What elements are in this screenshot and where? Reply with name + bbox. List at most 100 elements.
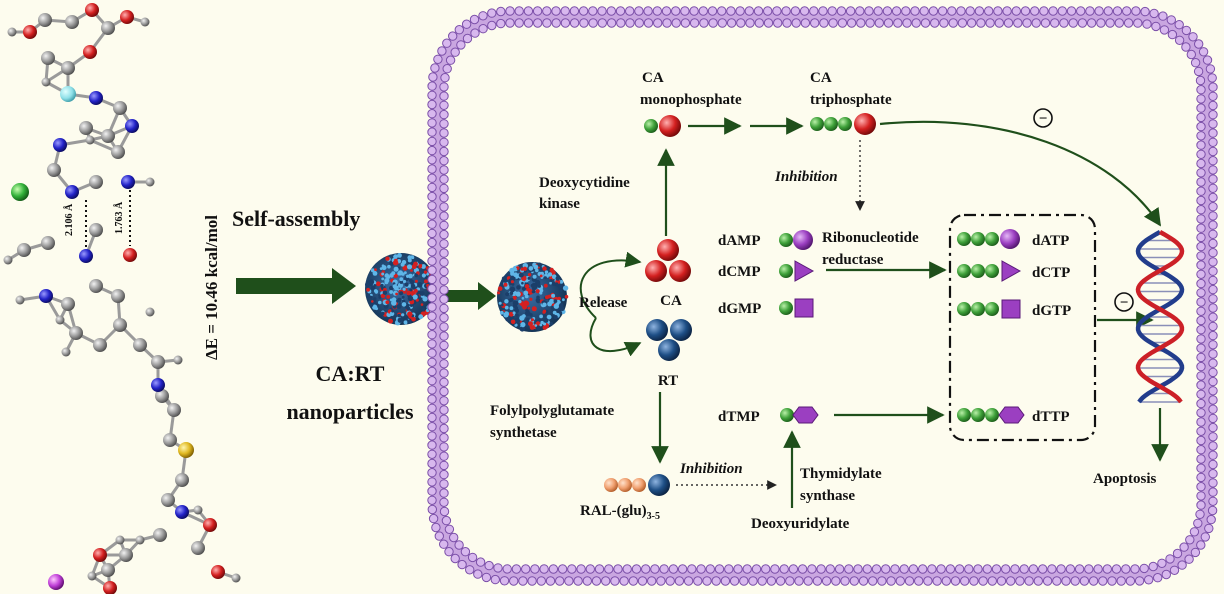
nanoparticle-atom — [381, 277, 385, 281]
lipid-head — [567, 564, 577, 574]
nanoparticle-atom — [526, 318, 530, 322]
lipid-head — [439, 386, 449, 397]
lipid-head — [1208, 496, 1218, 506]
lipid-head — [427, 145, 437, 156]
hydrogen-atom — [15, 295, 25, 305]
nanoparticle-atom — [397, 317, 403, 323]
lipid-head — [427, 99, 437, 110]
lipid-head — [1079, 576, 1090, 586]
lipid-head — [845, 6, 856, 16]
lipid-head — [1077, 18, 1088, 28]
lipid-head — [836, 6, 847, 16]
nanoparticle-atom — [547, 272, 553, 277]
lipid-head — [641, 564, 651, 574]
carbon-atom — [93, 338, 107, 352]
lipid-head — [956, 6, 966, 16]
lipid-head — [893, 18, 903, 28]
lipid-head — [1088, 576, 1099, 586]
nanoparticle-atom — [423, 270, 428, 274]
carbon-atom — [151, 355, 165, 369]
lipid-head — [659, 564, 669, 574]
lipid-head — [1196, 491, 1206, 501]
nanoparticle-atom — [414, 273, 418, 278]
lipid-head — [514, 18, 524, 28]
phosphate-group — [810, 117, 824, 131]
lipid-head — [1116, 576, 1126, 586]
lipid-head — [693, 576, 703, 586]
nanoparticle-atom — [371, 300, 374, 303]
nanoparticle-atom — [392, 260, 399, 266]
lipid-head — [844, 564, 854, 574]
lipid-head — [560, 6, 570, 16]
lipid-head — [625, 18, 635, 28]
lipid-head — [1208, 229, 1218, 240]
lipid-head — [920, 18, 931, 28]
deoxycytidine-kinase-label-1: Deoxycytidine — [539, 175, 630, 191]
lipid-head — [1076, 6, 1086, 16]
nanoparticle-atom — [372, 271, 378, 276]
nanoparticle-atom — [539, 291, 543, 295]
nanoparticle-atom — [549, 321, 554, 326]
lipid-head — [439, 479, 449, 489]
glutamate-group — [604, 478, 618, 492]
lipid-head — [1059, 18, 1069, 28]
lipid-head — [576, 564, 586, 574]
nanoparticle-atom — [418, 259, 423, 265]
nanoparticle-atom — [391, 271, 396, 276]
lipid-head — [1196, 195, 1206, 206]
nanoparticle-atom — [402, 279, 407, 284]
lipid-head — [1196, 435, 1206, 446]
nitrogen-atom — [53, 138, 67, 152]
nanoparticle-atom — [393, 273, 398, 278]
lipid-head — [1196, 417, 1206, 427]
lipid-head — [846, 18, 857, 28]
nitrogen-atom — [151, 378, 165, 392]
nanoparticle-atom — [392, 284, 397, 289]
nanoparticle-atom — [399, 280, 403, 284]
lipid-head — [427, 357, 437, 367]
lipid-head — [427, 293, 437, 303]
lipid-head — [427, 394, 437, 404]
lipid-head — [1208, 413, 1218, 424]
lipid-head — [736, 18, 746, 28]
lipid-head — [511, 564, 522, 574]
lipid-head — [518, 576, 528, 586]
apoptosis-label: Apoptosis — [1093, 471, 1157, 487]
lipid-head — [1196, 472, 1206, 483]
hydrogen-atom — [7, 27, 17, 37]
nanoparticle-atom — [522, 304, 528, 310]
carbon-atom — [155, 389, 169, 403]
lipid-head — [469, 14, 480, 25]
lipid-head — [726, 6, 736, 16]
phosphate-group — [985, 264, 999, 278]
nanoparticle-atom — [406, 290, 412, 296]
nanoparticle-atom — [365, 281, 371, 288]
nanoparticle-atom — [553, 299, 558, 303]
nanoparticle-atom — [384, 280, 389, 285]
lipid-head — [427, 155, 437, 165]
lipid-head — [454, 25, 464, 35]
lipid-head — [705, 564, 715, 574]
nanoparticle-atom — [513, 267, 517, 271]
nanoparticle-atom — [387, 264, 391, 269]
lipid-head — [427, 164, 437, 174]
sulfur-atom — [178, 442, 194, 458]
lipid-head — [837, 18, 848, 28]
lipid-head — [856, 18, 866, 28]
lipid-head — [1084, 564, 1094, 574]
lipid-head — [505, 18, 515, 28]
lipid-head — [733, 564, 743, 574]
phosphate-group — [985, 302, 999, 316]
lipid-head — [982, 564, 992, 574]
lipid-head — [803, 576, 813, 586]
lipid-head — [439, 460, 449, 471]
lipid-head — [1189, 527, 1200, 537]
lipid-head — [1196, 223, 1206, 233]
oxygen-atom — [93, 548, 107, 562]
nanoparticle-atom — [388, 318, 393, 324]
lipid-head — [1123, 18, 1134, 28]
lipid-head — [1114, 18, 1125, 28]
nanoparticle-atom — [369, 302, 374, 307]
oxygen-atom — [120, 10, 134, 24]
nanoparticle-atom — [407, 284, 412, 288]
